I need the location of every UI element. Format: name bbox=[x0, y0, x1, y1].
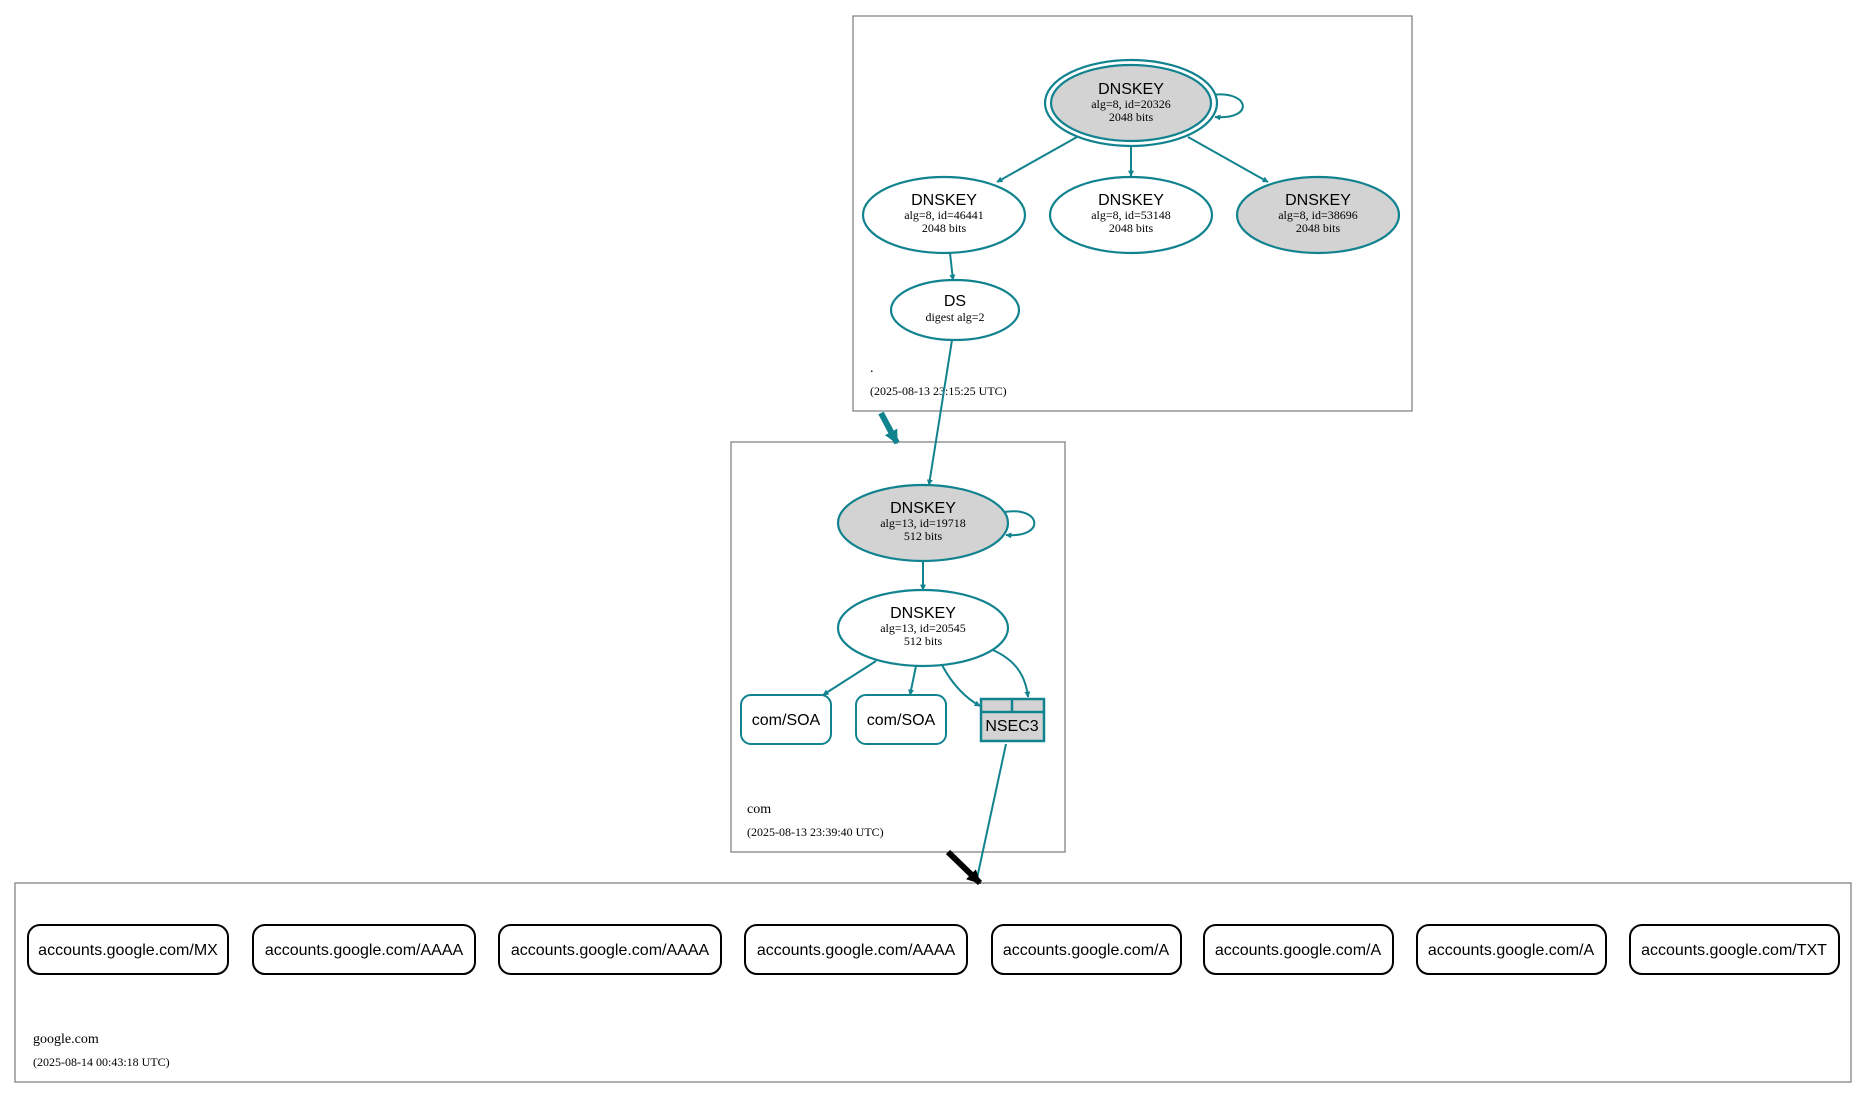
record-0-box bbox=[27, 924, 229, 975]
edge-delegation-root-com bbox=[878, 411, 900, 445]
node-com-ksk-detail: alg=13, id=19718 bbox=[880, 516, 966, 530]
node-com-soa2-shape bbox=[855, 694, 947, 745]
node-com-nsec3: NSEC3 bbox=[979, 697, 1046, 743]
node-root-ksk-inner bbox=[1049, 63, 1213, 143]
node-root-ksk-size: 2048 bits bbox=[1109, 110, 1154, 124]
record-3: accounts.google.com/AAAA bbox=[744, 924, 968, 975]
zone-com-timestamp: (2025-08-13 23:39:40 UTC) bbox=[747, 825, 884, 839]
record-6-box bbox=[1416, 924, 1607, 975]
zone-google-box bbox=[14, 882, 1852, 1083]
node-root-zsk1-type: DNSKEY bbox=[911, 192, 977, 209]
edge-root-ksk-zsk3 bbox=[1187, 136, 1269, 183]
node-com-zsk-type: DNSKEY bbox=[890, 605, 956, 622]
edge-ds-com-ksk bbox=[926, 339, 953, 486]
node-root-zsk1-shape bbox=[861, 175, 1027, 255]
node-com-ksk-type: DNSKEY bbox=[890, 500, 956, 517]
node-root-ds-detail: digest alg=2 bbox=[925, 310, 984, 324]
edge-com-ksk-self bbox=[1003, 510, 1036, 539]
zone-root-name: . bbox=[870, 361, 874, 376]
record-1-box bbox=[252, 924, 476, 975]
node-com-soa1: com/SOA bbox=[740, 694, 832, 745]
node-root-ksk-detail: alg=8, id=20326 bbox=[1091, 97, 1171, 111]
node-root-zsk3-shape bbox=[1235, 175, 1401, 255]
record-4-label: accounts.google.com/A bbox=[1003, 942, 1170, 959]
record-7: accounts.google.com/TXT bbox=[1629, 924, 1840, 975]
record-1-label: accounts.google.com/AAAA bbox=[265, 942, 464, 959]
node-com-soa1-label: com/SOA bbox=[752, 712, 821, 729]
zone-root-timestamp: (2025-08-13 23:15:25 UTC) bbox=[870, 384, 1007, 398]
record-5-box bbox=[1203, 924, 1394, 975]
edge-com-zsk-nsec3-b bbox=[992, 649, 1031, 698]
edge-root-ksk-zsk1 bbox=[996, 136, 1078, 183]
node-root-zsk3-size: 2048 bits bbox=[1296, 221, 1341, 235]
record-0: accounts.google.com/MX bbox=[27, 924, 229, 975]
zone-google-name: google.com bbox=[33, 1032, 99, 1047]
record-1: accounts.google.com/AAAA bbox=[252, 924, 476, 975]
edges bbox=[822, 93, 1269, 886]
node-root-zsk3: DNSKEY alg=8, id=38696 2048 bits bbox=[1235, 175, 1401, 255]
node-root-zsk2: DNSKEY alg=8, id=53148 2048 bits bbox=[1048, 175, 1214, 255]
node-root-zsk1-size: 2048 bits bbox=[922, 221, 967, 235]
edge-delegation-com-google bbox=[945, 849, 983, 886]
record-4-box bbox=[991, 924, 1182, 975]
record-7-box bbox=[1629, 924, 1840, 975]
record-2-label: accounts.google.com/AAAA bbox=[511, 942, 710, 959]
zone-com-name: com bbox=[747, 802, 771, 817]
record-7-label: accounts.google.com/TXT bbox=[1641, 942, 1827, 959]
node-root-ksk: DNSKEY alg=8, id=20326 2048 bits bbox=[1043, 58, 1219, 148]
node-com-soa1-shape bbox=[740, 694, 832, 745]
record-6-label: accounts.google.com/A bbox=[1428, 942, 1595, 959]
node-com-nsec3-label: NSEC3 bbox=[985, 718, 1038, 735]
edge-com-zsk-soa1 bbox=[822, 660, 877, 696]
node-com-ksk: DNSKEY alg=13, id=19718 512 bits bbox=[836, 483, 1010, 563]
node-root-zsk1-detail: alg=8, id=46441 bbox=[904, 208, 984, 222]
node-com-soa2-label: com/SOA bbox=[867, 712, 936, 729]
node-root-ds-shape bbox=[889, 278, 1021, 342]
edge-nsec3-google bbox=[974, 743, 1007, 884]
node-root-ds-type: DS bbox=[944, 293, 966, 310]
node-com-ksk-size: 512 bits bbox=[904, 529, 943, 543]
record-6: accounts.google.com/A bbox=[1416, 924, 1607, 975]
record-5-label: accounts.google.com/A bbox=[1215, 942, 1382, 959]
edge-root-zsk1-ds bbox=[949, 252, 956, 281]
node-root-ksk-type: DNSKEY bbox=[1098, 81, 1164, 98]
node-com-zsk: DNSKEY alg=13, id=20545 512 bits bbox=[836, 588, 1010, 668]
node-com-zsk-detail: alg=13, id=20545 bbox=[880, 621, 966, 635]
record-4: accounts.google.com/A bbox=[991, 924, 1182, 975]
record-0-label: accounts.google.com/MX bbox=[38, 942, 218, 959]
edge-com-zsk-soa2 bbox=[908, 665, 917, 696]
record-3-label: accounts.google.com/AAAA bbox=[757, 942, 956, 959]
node-com-ksk-shape bbox=[836, 483, 1010, 563]
record-2-box bbox=[498, 924, 722, 975]
node-com-soa2: com/SOA bbox=[855, 694, 947, 745]
record-3-box bbox=[744, 924, 968, 975]
node-root-zsk3-type: DNSKEY bbox=[1285, 192, 1351, 209]
node-root-ds: DS digest alg=2 bbox=[889, 278, 1021, 342]
edge-com-zsk-nsec3-a bbox=[941, 664, 981, 707]
node-com-zsk-shape bbox=[836, 588, 1010, 668]
node-root-zsk3-detail: alg=8, id=38696 bbox=[1278, 208, 1358, 222]
node-root-zsk2-detail: alg=8, id=53148 bbox=[1091, 208, 1171, 222]
node-root-zsk2-size: 2048 bits bbox=[1109, 221, 1154, 235]
edge-root-ksk-self bbox=[1211, 93, 1244, 121]
record-5: accounts.google.com/A bbox=[1203, 924, 1394, 975]
google-records: accounts.google.com/MX accounts.google.c… bbox=[27, 924, 1840, 975]
zone-google-timestamp: (2025-08-14 00:43:18 UTC) bbox=[33, 1055, 170, 1069]
node-root-zsk2-type: DNSKEY bbox=[1098, 192, 1164, 209]
node-root-zsk1: DNSKEY alg=8, id=46441 2048 bits bbox=[861, 175, 1027, 255]
record-2: accounts.google.com/AAAA bbox=[498, 924, 722, 975]
zone-google: google.com (2025-08-14 00:43:18 UTC) bbox=[14, 882, 1852, 1083]
node-root-zsk2-shape bbox=[1048, 175, 1214, 255]
node-com-zsk-size: 512 bits bbox=[904, 634, 943, 648]
